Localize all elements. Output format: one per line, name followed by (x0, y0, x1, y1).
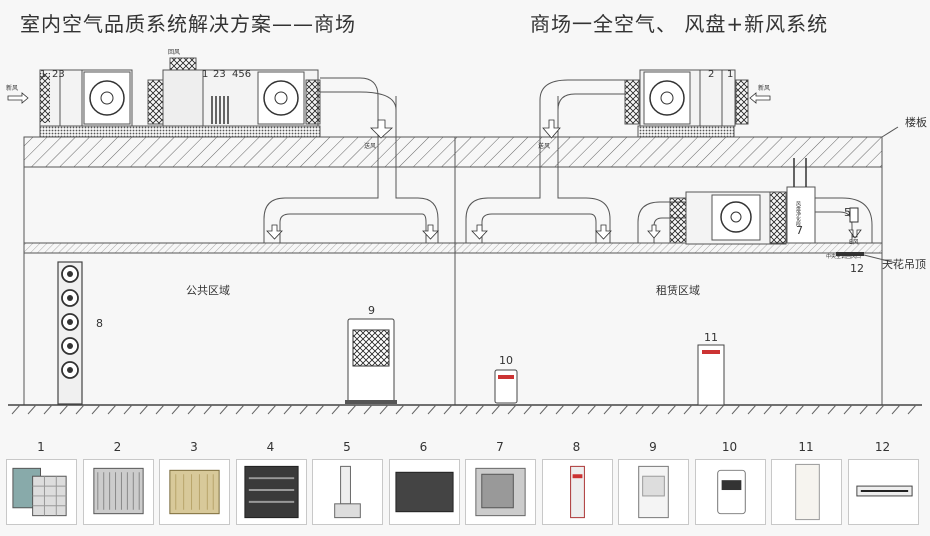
thumbnail-number: 3 (190, 440, 198, 454)
callout-5: 5 (844, 206, 851, 219)
small-purifier-icon (716, 469, 746, 515)
public-area-label: 公共区域 (186, 284, 230, 297)
product-thumbnail (465, 459, 536, 525)
product-thumbnail (235, 459, 307, 525)
floor-purifier-icon (638, 465, 669, 519)
product-thumbnail (618, 459, 689, 525)
fresh-air-right-label: 新风 (758, 84, 770, 92)
ceiling-note: 中央空调回风口 (826, 253, 861, 260)
thumbnail-number: 11 (798, 440, 814, 454)
fcu-label: 风盘净化段 (795, 201, 801, 227)
small-purifier (494, 369, 518, 404)
floor-slab (23, 136, 883, 168)
ahu-left-num-2: 23 (52, 69, 65, 80)
tower-purifier-icon (795, 463, 820, 521)
title-left: 室内空气品质系统解决方案——商场 (20, 12, 356, 36)
wall-purifier (57, 261, 83, 405)
purifier-box-icon (475, 467, 526, 517)
product-thumbnail (541, 459, 613, 525)
fresh-air-left-label: 新风 (6, 84, 18, 92)
product-thumbnail (388, 459, 460, 525)
duct-right (465, 79, 625, 243)
thumbnail-number: 12 (874, 440, 891, 454)
ahu-left-num-1: 1 (40, 69, 46, 80)
ionizer-module-icon (243, 465, 299, 519)
callout-10: 10 (499, 354, 513, 367)
product-thumbnail (771, 459, 842, 525)
ceiling-label: 天花吊顶 (882, 258, 926, 271)
callout-8: 8 (96, 317, 103, 330)
thumbnail-number: 2 (113, 440, 122, 454)
ahu-right-num-1: 2 (708, 69, 714, 80)
ahu-right-num-2: 1 (727, 69, 733, 80)
supply-air-1-label: 送风 (364, 142, 376, 150)
mesh-filter-box-icon (92, 467, 144, 515)
floor-slab-label: 楼板 (905, 115, 927, 129)
floor-purifier (345, 318, 397, 404)
title-right: 商场一全空气、 风盘+新风系统 (530, 12, 829, 36)
product-thumbnail (847, 459, 919, 525)
thumbnail-number: 4 (266, 440, 275, 454)
product-thumbnail (312, 459, 383, 525)
supply-air-2-label: 送风 (538, 142, 550, 150)
exhaust-label: E风 (849, 239, 859, 246)
ahu-left-num-3: 1 (202, 69, 208, 80)
thumbnail-number: 5 (343, 440, 351, 454)
wall-purifier-icon (569, 465, 585, 519)
thumbnail-number: 7 (496, 440, 504, 454)
product-thumbnail (6, 459, 77, 525)
thumbnail-number: 8 (572, 440, 581, 454)
product-thumbnail (82, 459, 154, 525)
ceiling-vent-icon (855, 485, 913, 497)
callout-12: 12 (850, 262, 864, 275)
ahu-left (39, 57, 321, 138)
bag-filter-icon (169, 469, 220, 515)
carbon-panel-icon (394, 471, 454, 513)
ground-hatch (11, 404, 917, 415)
fcu-unit (637, 158, 873, 245)
filter-panel-icon (12, 467, 67, 517)
thumbnail-number: 1 (37, 440, 45, 454)
callout-7: 7 (796, 224, 803, 237)
return-air-label: 回风 (168, 49, 180, 56)
product-thumbnail (159, 459, 230, 525)
ahu-left-num-4: 23 (213, 69, 226, 80)
product-thumbnail (694, 459, 766, 525)
ahu-left-num-5: 456 (232, 69, 251, 80)
thumbnail-number: 10 (721, 440, 738, 454)
thumbnail-number: 6 (419, 440, 428, 454)
uv-lamp-icon (334, 465, 361, 519)
duct-left (263, 77, 439, 243)
rental-area-label: 租赁区域 (656, 283, 700, 297)
ahu-right (624, 69, 749, 138)
thumbnail-number: 9 (649, 440, 657, 454)
tower-purifier (697, 344, 725, 406)
callout-9: 9 (368, 304, 375, 317)
callout-11: 11 (704, 331, 718, 344)
